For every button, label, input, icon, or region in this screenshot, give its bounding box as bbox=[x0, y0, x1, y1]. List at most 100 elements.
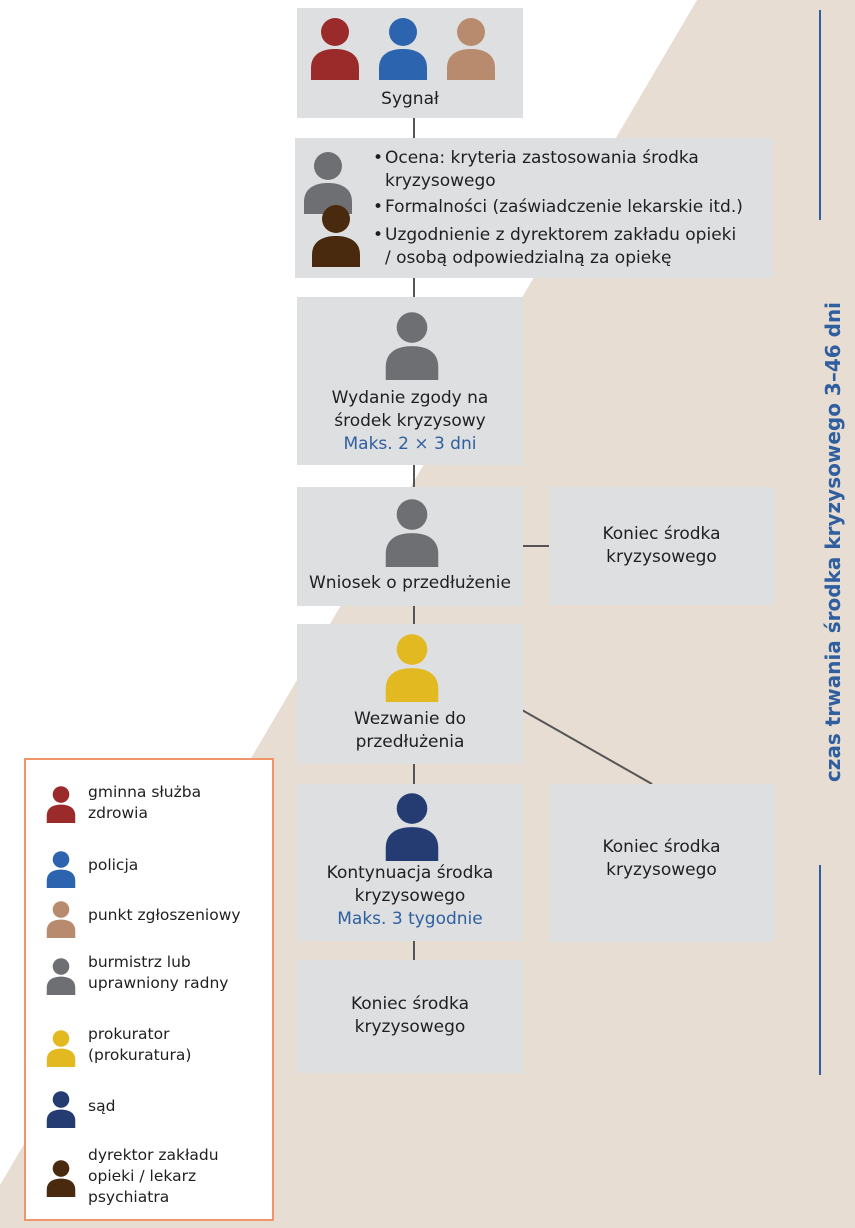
step-continuation-label: Kontynuacja środka kryzysowego Maks. 3 t… bbox=[297, 862, 523, 931]
person-icon-dyrektor bbox=[46, 1160, 76, 1197]
person-icon-policja bbox=[379, 18, 427, 80]
label-line: Koniec środka bbox=[350, 994, 470, 1014]
label-line: Koniec środka bbox=[602, 837, 721, 857]
person-body bbox=[447, 49, 495, 80]
person-icon-prokurator bbox=[46, 1030, 76, 1067]
person-icon-burmistrz bbox=[385, 312, 439, 380]
person-icon-gminna bbox=[46, 786, 76, 823]
side-title-text: czas trwania środka kryzysowego 3–46 dni bbox=[821, 301, 845, 783]
legend-line: burmistrz lub bbox=[88, 953, 191, 971]
person-head bbox=[321, 18, 349, 46]
step-summons-label: Wezwanie do przedłużenia bbox=[297, 708, 523, 754]
person-head bbox=[52, 1160, 70, 1177]
legend-line: uprawniony radny bbox=[88, 974, 229, 992]
person-icon-dyrektor bbox=[312, 205, 360, 267]
label-line: kryzysowego bbox=[606, 547, 717, 567]
person-body bbox=[385, 827, 439, 861]
person-icon-gminna bbox=[311, 18, 359, 80]
person-body bbox=[46, 919, 76, 938]
step-signal-label: Sygnał bbox=[381, 89, 439, 109]
legend-text: policja bbox=[88, 855, 138, 876]
step-consent-duration: Maks. 2 × 3 dni bbox=[343, 434, 477, 454]
person-body bbox=[46, 1178, 76, 1197]
legend-text: dyrektor zakładu opieki / lekarz psychia… bbox=[88, 1145, 219, 1208]
legend-text: burmistrz lub uprawniony radny bbox=[88, 952, 228, 994]
label-line: kryzysowego bbox=[606, 860, 717, 880]
end-final-box bbox=[297, 960, 523, 1073]
end-side-2-label: Koniec środka kryzysowego bbox=[549, 836, 774, 882]
person-body bbox=[385, 533, 439, 567]
person-head bbox=[314, 152, 342, 180]
person-head bbox=[52, 1030, 70, 1047]
person-head bbox=[389, 18, 417, 46]
person-head bbox=[396, 312, 428, 343]
person-icon-sad bbox=[46, 1091, 76, 1128]
person-icon-policja bbox=[46, 851, 76, 888]
legend-line: sąd bbox=[88, 1097, 116, 1115]
person-head bbox=[396, 499, 428, 530]
legend-text: punkt zgłoszeniowy bbox=[88, 905, 241, 926]
person-icon-punkt bbox=[46, 901, 76, 938]
person-body bbox=[46, 1109, 76, 1128]
person-body bbox=[385, 346, 439, 380]
person-body bbox=[46, 869, 76, 888]
legend-line: gminna służba bbox=[88, 783, 202, 801]
person-body bbox=[311, 49, 359, 80]
bullet-line: / osobą odpowiedzialną za opiekę bbox=[385, 248, 672, 268]
label-line: kryzysowego bbox=[354, 886, 466, 906]
legend-line: psychiatra bbox=[88, 1188, 170, 1206]
label-line: środek kryzysowy bbox=[334, 411, 486, 431]
legend-text: prokurator (prokuratura) bbox=[88, 1024, 191, 1066]
legend-line: dyrektor zakładu bbox=[88, 1146, 219, 1164]
person-icon-burmistrz bbox=[46, 958, 76, 995]
person-body bbox=[379, 49, 427, 80]
person-icon-burmistrz bbox=[385, 499, 439, 567]
person-body bbox=[385, 668, 439, 702]
label-line: przedłużenia bbox=[355, 732, 465, 752]
person-head bbox=[396, 634, 428, 665]
person-head bbox=[52, 1091, 70, 1108]
legend-line: opieki / lekarz bbox=[88, 1167, 197, 1185]
end-final-label: Koniec środka kryzysowego bbox=[297, 993, 523, 1039]
person-head bbox=[52, 851, 70, 868]
bullet-line: Uzgodnienie z dyrektorem zakładu opieki bbox=[385, 225, 737, 245]
person-head bbox=[52, 901, 70, 918]
bullet-line: kryzysowego bbox=[385, 171, 496, 191]
legend-line: policja bbox=[88, 856, 139, 874]
person-body bbox=[46, 1048, 76, 1067]
person-body bbox=[46, 804, 76, 823]
bullet-assessment-criteria: • Ocena: kryteria zastosowania środka kr… bbox=[373, 147, 765, 193]
legend-line: punkt zgłoszeniowy bbox=[88, 906, 241, 924]
step-assessment-box bbox=[295, 138, 773, 278]
legend-line: (prokuratura) bbox=[88, 1046, 192, 1064]
person-head bbox=[52, 786, 70, 803]
step-request-label: Wniosek o przedłużenie bbox=[309, 573, 511, 593]
end-side-1-label: Koniec środka kryzysowego bbox=[549, 523, 774, 569]
legend: gminna służba zdrowia policja punkt zgło… bbox=[24, 758, 274, 1221]
person-icon-punkt bbox=[447, 18, 495, 80]
legend-line: prokurator bbox=[88, 1025, 170, 1043]
end-side-1-box bbox=[549, 487, 774, 605]
step-continuation-duration: Maks. 3 tygodnie bbox=[337, 909, 483, 929]
person-icon-prokurator bbox=[385, 634, 439, 702]
connector-summons-end-side bbox=[521, 709, 653, 785]
legend-text: gminna służba zdrowia bbox=[88, 782, 201, 824]
label-line: Koniec środka bbox=[602, 524, 721, 544]
label-line: Wezwanie do bbox=[353, 709, 467, 729]
bullet-formalities: • Formalności (zaświadczenie lekarskie i… bbox=[373, 196, 770, 219]
person-head bbox=[457, 18, 485, 46]
label-line: kryzysowego bbox=[354, 1017, 466, 1037]
label-line: Wydanie zgody na bbox=[331, 388, 489, 408]
person-head bbox=[52, 958, 70, 975]
legend-text: sąd bbox=[88, 1096, 115, 1117]
side-title-line-bottom bbox=[819, 865, 821, 1075]
bullet-agreement: • Uzgodnienie z dyrektorem zakładu opiek… bbox=[373, 224, 770, 270]
end-side-2-box bbox=[549, 784, 774, 942]
person-head bbox=[396, 793, 428, 824]
step-consent-label: Wydanie zgody na środek kryzysowy Maks. … bbox=[297, 387, 523, 456]
bullet-line: Ocena: kryteria zastosowania środka bbox=[385, 148, 699, 168]
person-head bbox=[322, 205, 350, 233]
legend-line: zdrowia bbox=[88, 804, 148, 822]
bullet-line: Formalności (zaświadczenie lekarskie itd… bbox=[385, 197, 743, 217]
label-line: Kontynuacja środka bbox=[326, 863, 494, 883]
